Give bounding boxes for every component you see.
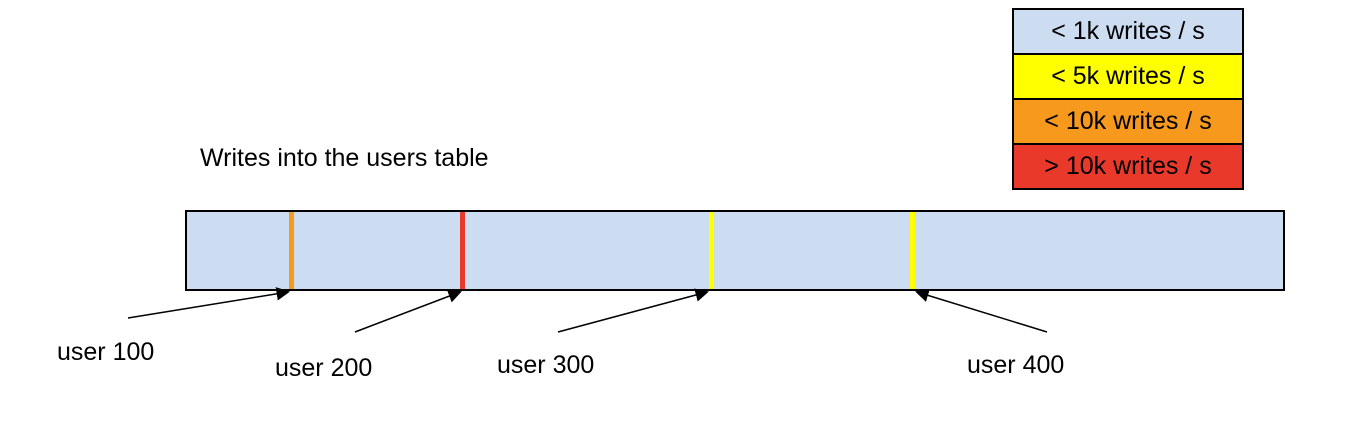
legend-item-lt-10k: < 10k writes / s: [1012, 98, 1244, 145]
legend-item-gt-10k: > 10k writes / s: [1012, 143, 1244, 190]
legend: < 1k writes / s < 5k writes / s < 10k wr…: [1012, 8, 1244, 190]
arrow-user-300: [557, 288, 709, 333]
legend-item-gt-10k-label: > 10k writes / s: [1044, 152, 1212, 180]
arrow-user-100: [127, 287, 290, 319]
legend-item-lt-1k-label: < 1k writes / s: [1051, 17, 1205, 45]
legend-item-lt-10k-label: < 10k writes / s: [1044, 107, 1212, 135]
arrow-user-200: [354, 289, 462, 333]
marker-user-100: [289, 212, 294, 289]
diagram-title: Writes into the users table: [200, 144, 489, 172]
legend-item-lt-5k-label: < 5k writes / s: [1051, 62, 1205, 90]
legend-item-lt-1k: < 1k writes / s: [1012, 8, 1244, 55]
marker-user-300: [709, 212, 714, 289]
label-user-300: user 300: [497, 351, 595, 379]
marker-user-400: [910, 212, 915, 289]
marker-user-200: [460, 212, 465, 289]
label-user-200: user 200: [275, 354, 373, 382]
arrow-user-400: [915, 288, 1048, 333]
label-user-400: user 400: [967, 351, 1065, 379]
legend-item-lt-5k: < 5k writes / s: [1012, 53, 1244, 100]
label-user-100: user 100: [57, 338, 155, 366]
users-table-bar: [185, 210, 1285, 291]
